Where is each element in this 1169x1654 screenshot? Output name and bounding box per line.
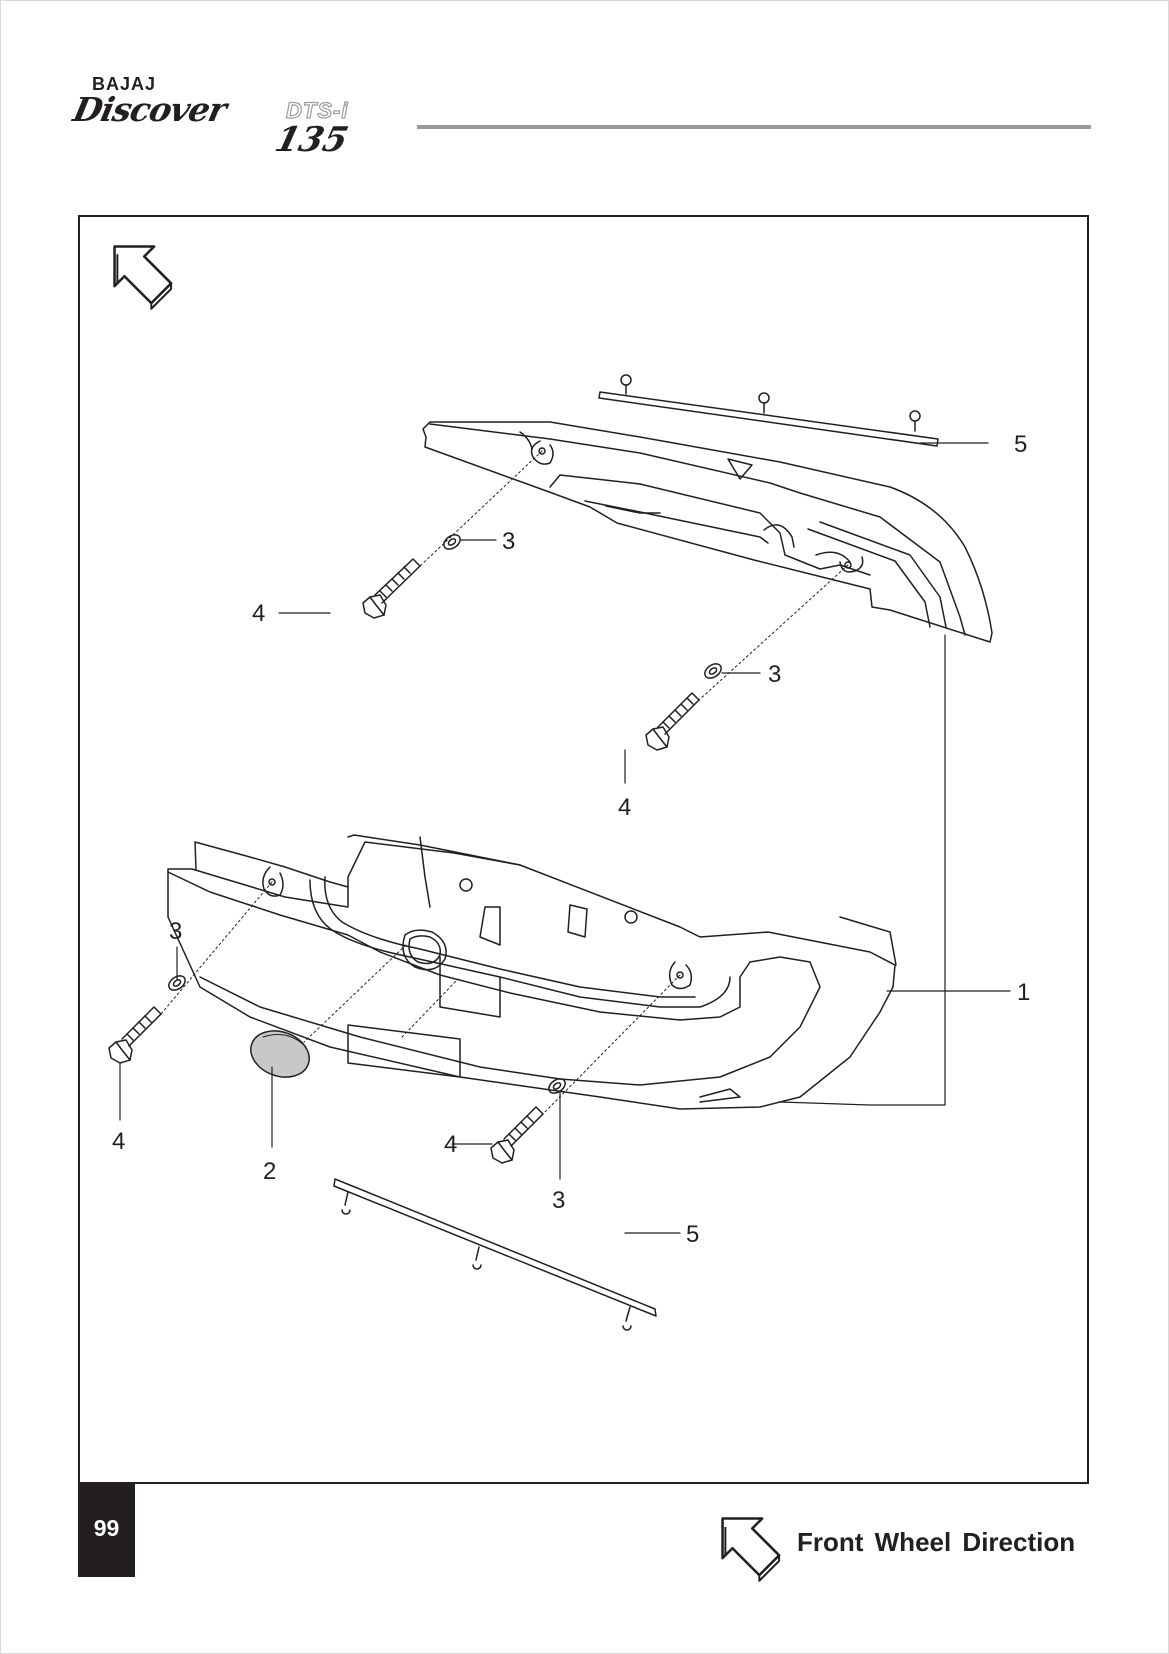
page-number: 99	[93, 1515, 120, 1541]
part-1-lower-guard	[167, 834, 897, 1110]
logo-model: Discover	[69, 90, 230, 129]
part-5-lower-strip	[333, 1178, 657, 1331]
part-4-bolt-lower-b	[490, 1106, 544, 1164]
callout-label: 4	[444, 1131, 457, 1158]
page-number-box: 99	[78, 1484, 135, 1577]
warning-label-plate	[347, 1024, 461, 1078]
header-rule	[417, 125, 1091, 129]
callout-label: 5	[1014, 431, 1027, 458]
callout-label: 3	[552, 1187, 565, 1214]
logo-engine: 135	[271, 120, 352, 160]
exploded-parts-diagram: 5 3 4 3 4 3 4 2 4 3 5 1	[108, 245, 1030, 1331]
callout-label: 5	[686, 1221, 699, 1248]
part-3-washer-upper-a	[443, 534, 461, 550]
part-3-washer-upper-b	[704, 663, 722, 679]
callout-label: 4	[112, 1128, 125, 1155]
legend-text: Front Wheel Direction	[797, 1527, 1076, 1557]
callout-label: 4	[252, 600, 265, 627]
callout-label: 3	[768, 661, 781, 688]
logo-variant: DTS-i	[285, 97, 349, 123]
callout-label: 2	[263, 1158, 276, 1185]
part-3-washer-lower-a	[168, 975, 186, 991]
callout-label: 3	[169, 918, 182, 945]
logo-brand: BAJAJ	[92, 74, 157, 94]
fwd-arrow-icon	[113, 245, 173, 310]
part-4-bolt-lower-a	[108, 1006, 162, 1064]
callout-label: 1	[1017, 979, 1030, 1006]
bajaj-discover-logo: BAJAJ Discover DTS-i 135	[70, 72, 414, 162]
part-1-upper-guard	[422, 421, 993, 643]
fwd-arrow-icon	[721, 1517, 781, 1582]
callout-label: 3	[502, 528, 515, 555]
part-4-bolt-upper-b	[645, 692, 700, 751]
part-3-washer-lower-b	[548, 1078, 566, 1094]
part-5-upper-strip	[598, 374, 939, 447]
part-4-bolt-upper-a	[362, 558, 421, 619]
callout-label: 4	[618, 794, 631, 821]
diagram-frame: 5 3 4 3 4 3 4 2 4 3 5 1	[78, 215, 1089, 1484]
